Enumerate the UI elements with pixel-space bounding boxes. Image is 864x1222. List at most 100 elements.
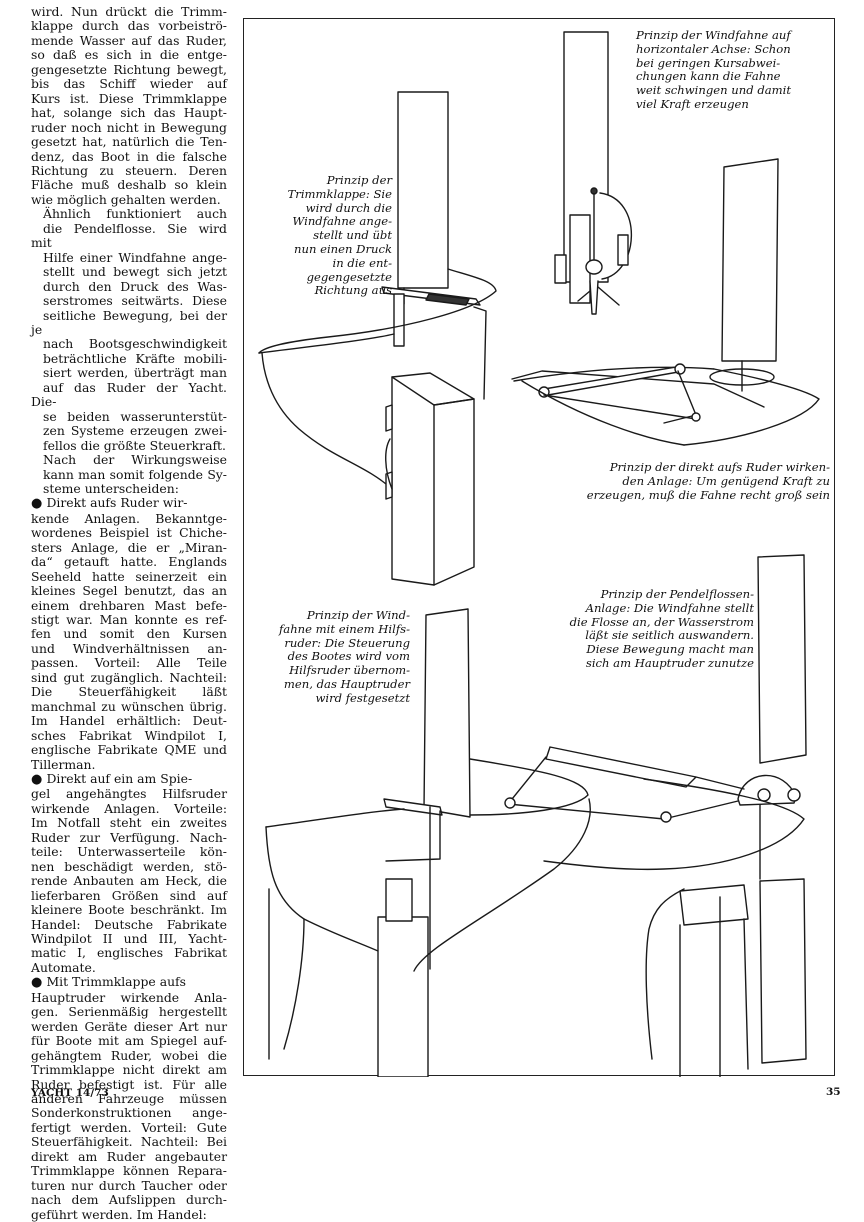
text-line: sind gut zugänglich. Nachteil:: [31, 669, 227, 685]
text-line: gel angehängtes Hilfsruder: [31, 786, 227, 802]
diagram-hilfsruder: [265, 608, 591, 1077]
text-line: teile: Unterwasserteile kön-: [31, 844, 227, 860]
text-line: Direkt auf ein am Spie-: [46, 771, 193, 787]
text-line: englische Fabrikate QME und: [31, 742, 227, 758]
caption-line: Windfahne ange-: [292, 214, 392, 229]
caption-line: viel Kraft erzeugen: [636, 96, 749, 111]
text-line: Ruder zur Verfügung. Nach-: [31, 829, 227, 845]
text-line: anderen Fahrzeuge müssen: [31, 1090, 227, 1106]
caption-line: in die ent-: [332, 255, 392, 270]
caption-line: wird durch die: [305, 200, 392, 215]
text-line: bis das Schiff wieder auf: [31, 76, 227, 92]
text-line: matic I, englisches Fabrikat: [31, 945, 227, 961]
caption-line: sich am Hauptruder zunutze: [585, 655, 754, 670]
text-line: Die Steuerfähigkeit läßt: [31, 684, 227, 700]
text-line: stigt war. Man konnte es ref-: [31, 612, 227, 628]
text-line: Ruder befestigt ist. Für alle: [31, 1076, 227, 1092]
text-line: nach Bootsgeschwindigkeit: [43, 336, 227, 352]
caption-line: Trimmklappe: Sie: [287, 186, 392, 201]
text-line: denz, das Boot in die falsche: [31, 148, 227, 164]
text-line: kleinere Boote beschränkt. Im: [31, 902, 227, 918]
text-line: wie möglich gehalten werden.: [31, 191, 221, 207]
caption-line: Prinzip der: [326, 173, 392, 187]
text-line: manchmal zu wünschen übrig.: [31, 698, 227, 714]
text-line: Seeheld hatte seinerzeit ein: [31, 568, 227, 584]
text-line: Trimmklappe nicht direkt am: [31, 1062, 227, 1078]
text-line: hat, solange sich das Haupt-: [31, 105, 227, 121]
text-line: wordenes Beispiel ist Chiche-: [31, 525, 227, 541]
text-line: Hauptruder wirkende Anla-: [31, 989, 227, 1005]
text-line: direkt am Ruder angebauter: [31, 1148, 227, 1164]
article-paragraph: Direkt auf ein am Spie-gel angehängtes H…: [31, 771, 227, 975]
text-line: turen nur durch Taucher oder: [31, 1177, 227, 1193]
caption-line: die Flosse an, der Wasserstrom: [569, 614, 754, 629]
page-number: 35: [826, 1086, 841, 1098]
text-line: Trimmklappe können Repara-: [31, 1163, 227, 1179]
text-line: für Boote mit am Spiegel auf-: [31, 1033, 227, 1049]
caption-line: fahne mit einem Hilfs-: [279, 621, 410, 636]
magazine-issue: YACHT 14/73: [31, 1087, 109, 1099]
text-line: zen Systeme erzeugen zwei-: [43, 423, 227, 439]
caption-hilfsruder: Prinzip der Wind-fahne mit einem Hilfs-r…: [266, 608, 410, 706]
text-line: und Windverhältnissen an-: [31, 640, 227, 656]
text-line: die Pendelflosse. Sie wird mit: [31, 220, 227, 251]
caption-line: stellt und übt: [313, 228, 392, 243]
text-line: so daß es sich in die entge-: [31, 47, 227, 63]
caption-line: Diese Bewegung macht man: [586, 642, 754, 657]
text-line: Sonderkonstruktionen ange-: [31, 1105, 227, 1121]
caption-line: den Anlage: Um genügend Kraft zu: [622, 473, 830, 488]
caption-line: läßt sie seitlich auswandern.: [585, 628, 754, 643]
text-line: Ähnlich funktioniert auch: [43, 206, 227, 222]
text-line: auf das Ruder der Yacht. Die-: [31, 379, 227, 410]
caption-line: horizontaler Achse: Schon: [636, 41, 791, 56]
text-line: se beiden wasserunterstüt-: [43, 408, 227, 424]
text-line: kende Anlagen. Bekanntge-: [31, 510, 227, 526]
article-paragraph: wird. Nun drückt die Trimm-klappe durch …: [31, 4, 227, 207]
text-line: fertigt werden. Vorteil: Gute: [31, 1119, 227, 1135]
text-line: Im Notfall steht ein zweites: [31, 815, 227, 831]
text-line: Mit Trimmklappe aufs: [46, 974, 187, 990]
caption-line: Prinzip der Wind-: [306, 608, 410, 622]
caption-line: gegengesetzte: [306, 269, 392, 284]
text-line: klappe durch das vorbeiströ-: [31, 18, 227, 34]
diagram-direkt-ruder: [511, 158, 820, 446]
caption-line: bei geringen Kursabwei-: [636, 55, 781, 70]
caption-line: Prinzip der direkt aufs Ruder wirken-: [609, 460, 830, 474]
caption-line: chungen kann die Fahne: [636, 69, 781, 84]
caption-line: nun einen Druck: [294, 241, 392, 256]
caption-line: Hilfsruder übernom-: [289, 663, 410, 678]
text-line: Nach der Wirkungsweise: [43, 452, 227, 468]
caption-line: ruder: Die Steuerung: [284, 635, 410, 650]
text-line: fellos die größte Steuerkraft.: [43, 437, 226, 453]
text-line: gen. Serienmäßig hergestellt: [31, 1004, 227, 1020]
text-line: nach dem Aufslippen durch-: [31, 1192, 227, 1208]
text-line: Steuerfähigkeit. Nachteil: Bei: [31, 1134, 227, 1150]
text-line: stellt und bewegt sich jetzt: [43, 264, 227, 280]
text-line: gengesetzte Richtung bewegt,: [31, 61, 227, 77]
text-line: Kurs ist. Diese Trimmklappe: [31, 90, 227, 106]
text-line: Handel: Deutsche Fabrikate: [31, 916, 227, 932]
caption-line: erzeugen, muß die Fahne recht groß sein: [586, 487, 830, 502]
text-line: gehängtem Ruder, wobei die: [31, 1047, 227, 1063]
text-line: da“ getauft hatte. Englands: [31, 554, 227, 570]
text-line: fen und somit den Kursen: [31, 626, 227, 642]
text-line: wird. Nun drückt die Trimm-: [31, 4, 227, 19]
diagram-horizontal-axis: [554, 31, 632, 315]
self-steering-diagrams: [258, 31, 820, 1077]
caption-pendelflosse: Prinzip der Pendelflossen-Anlage: Die Wi…: [540, 587, 754, 671]
text-line: kleines Segel benutzt, das an: [31, 583, 227, 599]
text-line: einem drehbaren Mast befe-: [31, 597, 227, 613]
text-line: Direkt aufs Ruder wir-: [46, 495, 188, 511]
text-line: seitliche Bewegung, bei der je: [31, 307, 227, 337]
text-line: ruder noch nicht in Bewegung: [31, 119, 227, 135]
text-line: Windpilot II und III, Yacht-: [31, 931, 227, 946]
article-paragraph: Direkt aufs Ruder wir-kende Anlagen. Bek…: [31, 496, 227, 772]
text-line: durch den Druck des Was-: [43, 278, 227, 294]
text-line: kann man somit folgende Sy-: [43, 466, 227, 482]
text-line: siert werden, überträgt man: [43, 365, 227, 381]
text-line: geführt werden. Im Handel:: [31, 1206, 207, 1222]
